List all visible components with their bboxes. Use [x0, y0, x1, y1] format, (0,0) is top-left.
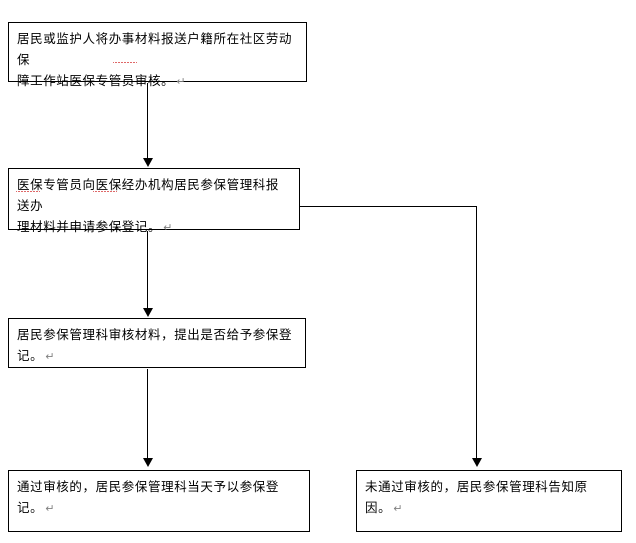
- flow-node-1-line-1: 居民或监护人将办事材料报送户籍所在社区劳动保: [17, 32, 293, 67]
- flow-node-2-line-2: 理材料并申请参保登记。↵: [17, 217, 291, 238]
- flow-node-2[interactable]: 医保专管员向医保经办机构居民参保管理科报送办 理材料并申请参保登记。↵: [8, 168, 300, 234]
- connector-4-horizontal-segment: [300, 206, 477, 207]
- flow-node-1-line-2-text: 障工作站医保专管员审核。: [17, 74, 175, 88]
- paragraph-mark-icon: ↵: [163, 221, 173, 234]
- flow-node-4-line-1: 通过审核的，居民参保管理科当天予以参保登记。↵: [17, 477, 301, 519]
- connector-2-line: [147, 231, 148, 310]
- flow-node-5[interactable]: 未通过审核的，居民参保管理科告知原因。↵: [356, 470, 622, 532]
- connector-4-arrowhead-icon: [472, 458, 482, 467]
- flow-node-4-line-1-text: 通过审核的，居民参保管理科当天予以参保登记。: [17, 480, 280, 515]
- connector-3-arrowhead-icon: [143, 458, 153, 467]
- flow-node-3-line-1: 居民参保管理科审核材料，提出是否给予参保登记。↵: [17, 325, 297, 367]
- flow-node-2-line-1: 医保专管员向医保经办机构居民参保管理科报送办: [17, 178, 280, 213]
- flow-node-1[interactable]: 居民或监护人将办事材料报送户籍所在社区劳动保 障工作站医保专管员审核。↵: [8, 22, 307, 88]
- connector-3-line: [147, 369, 148, 462]
- flow-node-4[interactable]: 通过审核的，居民参保管理科当天予以参保登记。↵: [8, 470, 310, 532]
- connector-1-arrowhead-icon: [143, 158, 153, 167]
- paragraph-mark-icon: ↵: [45, 350, 55, 363]
- flow-node-5-line-1: 未通过审核的，居民参保管理科告知原因。↵: [365, 477, 613, 519]
- connector-1-line: [147, 83, 148, 160]
- flow-node-3-line-1-text: 居民参保管理科审核材料，提出是否给予参保登记。: [17, 328, 293, 363]
- connector-2-arrowhead-icon: [143, 308, 153, 317]
- flow-node-5-line-1-text: 未通过审核的，居民参保管理科告知原因。: [365, 480, 588, 515]
- paragraph-mark-icon: ↵: [393, 502, 403, 515]
- flow-node-2-line-2-text: 理材料并申请参保登记。: [17, 220, 162, 234]
- flow-node-1-line-2: 障工作站医保专管员审核。↵: [17, 71, 298, 92]
- paragraph-mark-icon: ↵: [176, 75, 186, 88]
- connector-4-vertical-segment: [476, 206, 477, 460]
- paragraph-mark-icon: ↵: [45, 502, 55, 515]
- flow-node-3[interactable]: 居民参保管理科审核材料，提出是否给予参保登记。↵: [8, 318, 306, 368]
